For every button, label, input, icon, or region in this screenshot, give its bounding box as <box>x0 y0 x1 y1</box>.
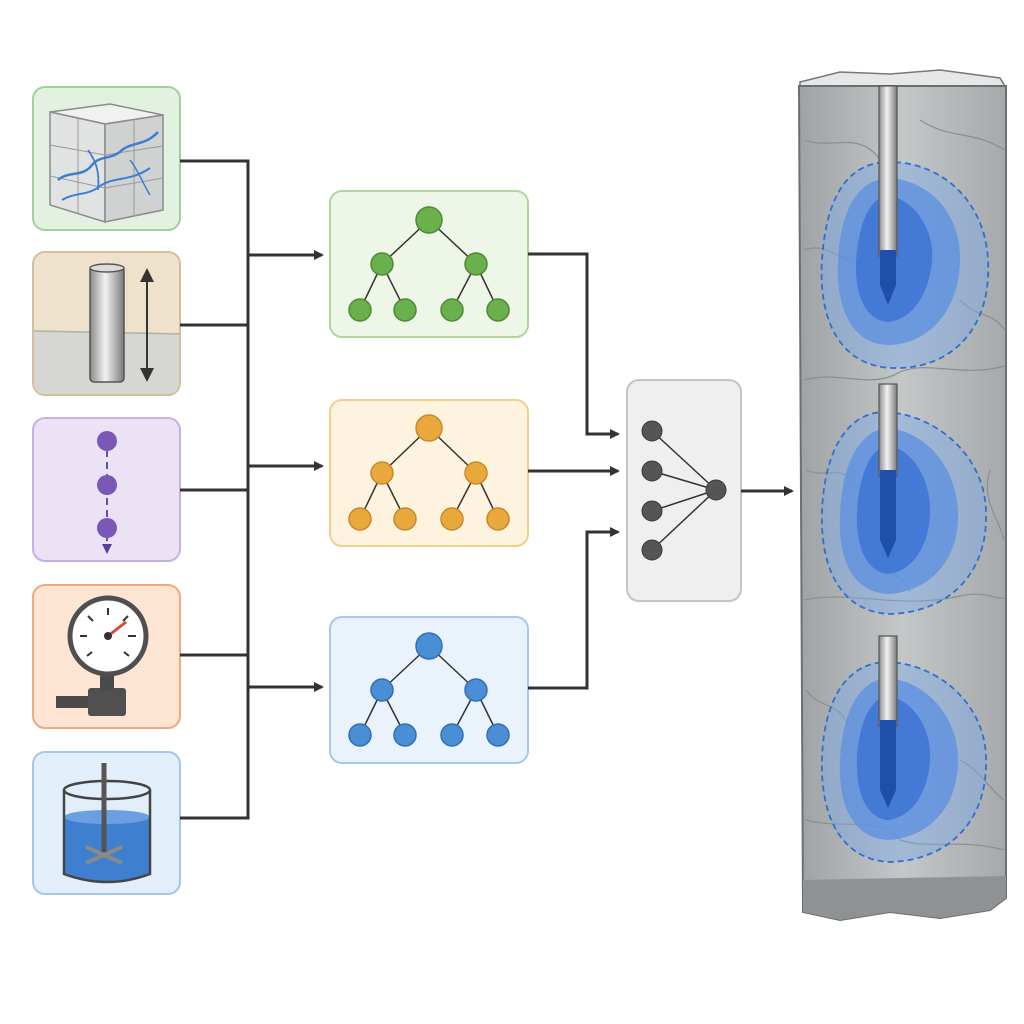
ensemble-input-arrows <box>528 252 620 690</box>
input-panel-pressure <box>32 584 181 729</box>
ensemble-network-icon <box>641 420 727 561</box>
input-panel-borehole-depth <box>32 251 181 396</box>
input-panel-sequence <box>32 417 181 562</box>
model-input-arrows <box>248 250 324 692</box>
ensemble-panel <box>626 379 742 602</box>
tree-green-icon <box>348 206 510 322</box>
input-panel-grout-mix <box>32 751 181 895</box>
borehole-pipe-depth-icon <box>89 263 154 383</box>
mixing-tank-icon <box>62 763 152 884</box>
input-panel-fractured-rock <box>32 86 181 231</box>
model-panel-orange <box>329 399 529 547</box>
model-panel-blue <box>329 616 529 764</box>
fractured-rock-cube-icon <box>49 103 164 224</box>
vertical-sequence-icon <box>97 431 117 554</box>
borehole-pipe-2 <box>878 383 898 558</box>
input-connectors <box>180 159 250 820</box>
borehole-pipe-1 <box>878 85 898 305</box>
tree-orange-icon <box>348 414 510 531</box>
borehole-pipe-3 <box>878 635 898 808</box>
pressure-gauge-icon <box>56 595 149 716</box>
model-panel-green <box>329 190 529 338</box>
grouted-rock-column-icon <box>797 69 1008 922</box>
tree-blue-icon <box>348 632 510 747</box>
